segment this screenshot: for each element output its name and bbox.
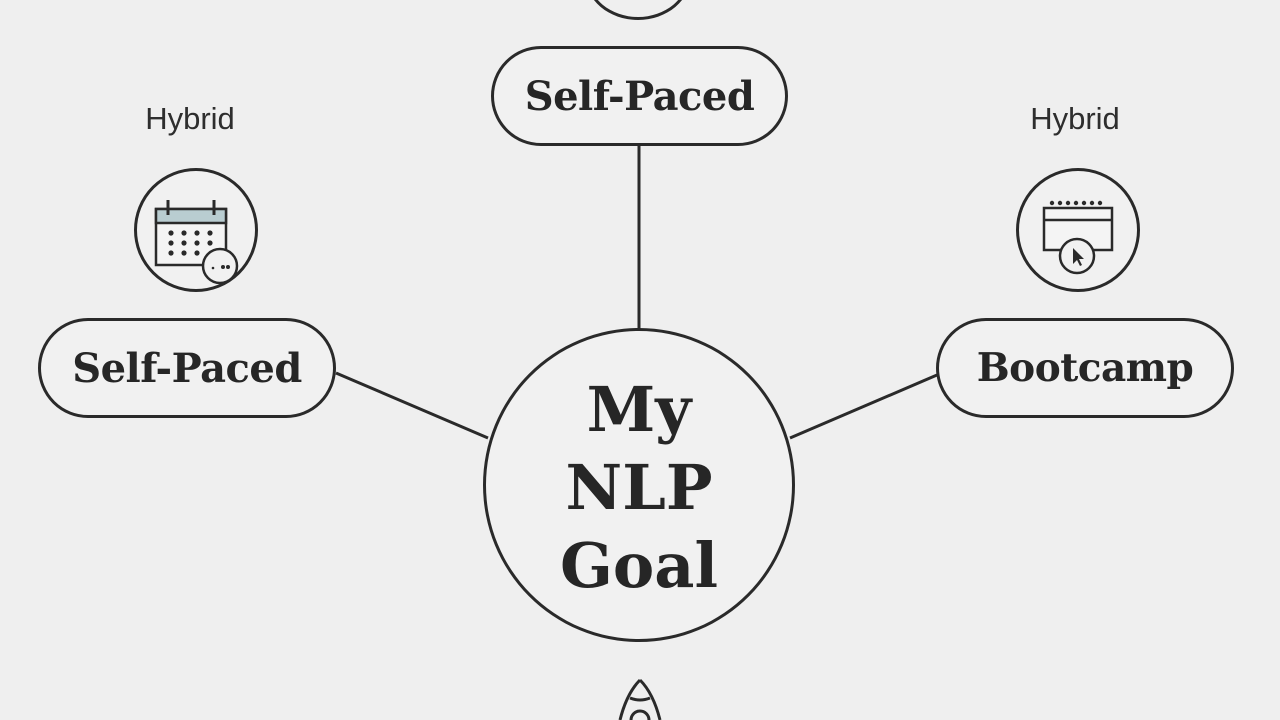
node-right-bootcamp[interactable]: Bootcamp xyxy=(936,318,1234,418)
connector-left xyxy=(335,371,489,440)
node-left-self-paced[interactable]: Self-Paced xyxy=(38,318,336,418)
caption-left-hybrid: Hybrid xyxy=(145,101,235,136)
calendar-cursor-icon xyxy=(1016,168,1140,292)
connector-right xyxy=(789,373,938,440)
node-label: Self-Paced xyxy=(524,72,755,120)
center-line-3: Goal xyxy=(559,529,719,602)
calendar-chat-icon xyxy=(134,168,258,292)
node-top-self-paced[interactable]: Self-Paced xyxy=(491,46,788,146)
center-line-2: NLP xyxy=(565,451,713,524)
center-node-goal[interactable]: My NLP Goal xyxy=(483,328,795,642)
node-label: Bootcamp xyxy=(976,345,1194,391)
caption-right-hybrid: Hybrid xyxy=(1030,101,1120,136)
center-line-1: My xyxy=(586,373,692,446)
rocket-icon xyxy=(618,678,662,720)
node-label: Self-Paced xyxy=(72,344,302,392)
